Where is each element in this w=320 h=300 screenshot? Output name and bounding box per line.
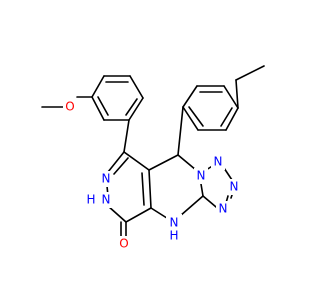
atom-labels: O N N N N N H N N H — [63, 99, 241, 252]
bridge-nh-label: N H — [166, 214, 182, 243]
svg-text:N: N — [170, 216, 179, 230]
tetrazole-nitrogen-1-label: N — [211, 154, 225, 170]
svg-text:H: H — [169, 229, 178, 243]
svg-text:N: N — [230, 180, 239, 194]
bond-lines — [41, 65, 265, 237]
molecule-structure: O N N N N N H N N H — [41, 65, 265, 252]
svg-text:N: N — [219, 202, 228, 216]
ring-nitrogen-label: N — [99, 171, 113, 187]
svg-text:O: O — [119, 237, 128, 251]
svg-text:N: N — [102, 193, 111, 207]
svg-text:O: O — [65, 100, 74, 114]
svg-text:H: H — [86, 193, 95, 207]
ring-nitrogen-fused-label: N — [194, 168, 208, 184]
svg-text:N: N — [214, 155, 223, 169]
tetrazole-nitrogen-2-label: N — [227, 179, 241, 195]
carbonyl-oxygen-label: O — [117, 236, 131, 252]
svg-text:N: N — [197, 169, 206, 183]
svg-text:N: N — [102, 172, 111, 186]
tetrazole-nitrogen-3-label: N — [216, 201, 230, 217]
ring-nh-label: H N — [85, 192, 115, 208]
methoxy-oxygen-label: O — [63, 99, 77, 115]
